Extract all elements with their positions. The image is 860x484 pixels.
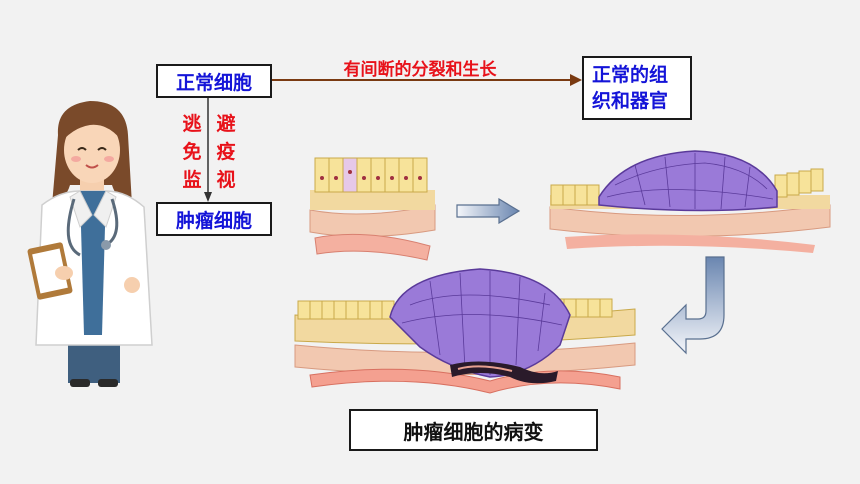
normal-tissue-box: 正常的组 织和器官: [582, 56, 692, 120]
evade-arrow: [204, 98, 212, 202]
tissue-stage-early-tumor: [549, 150, 831, 253]
curved-down-left-arrow-icon: [661, 256, 725, 355]
normal-cell-label: 正常细胞: [175, 71, 252, 94]
evade-char: 逃: [182, 113, 202, 135]
caption-text: 肿瘤细胞的病变: [403, 419, 544, 444]
evade-char: 避: [216, 113, 236, 135]
normal-cell-box: 正常细胞: [156, 64, 272, 98]
growth-label: 有间断的分裂和生长: [343, 60, 497, 80]
tissue-stage-invasive-tumor: [294, 268, 636, 394]
evade-col-left: 逃 免 监: [180, 110, 204, 194]
doctor-illustration: [27, 101, 153, 387]
tumor-cell-label: 肿瘤细胞: [175, 209, 252, 232]
evade-char: 疫: [216, 141, 236, 163]
tissue-stage-normal: [309, 157, 436, 261]
growth-arrow: [272, 74, 582, 86]
normal-tissue-line2: 织和器官: [592, 90, 669, 112]
right-arrow-icon: [456, 198, 521, 224]
caption-box: 肿瘤细胞的病变: [349, 409, 598, 451]
evade-char: 监: [182, 169, 202, 191]
evade-char: 免: [182, 141, 202, 163]
evade-char: 视: [216, 169, 236, 191]
tumor-cell-box: 肿瘤细胞: [156, 202, 272, 236]
normal-tissue-line1: 正常的组: [592, 64, 669, 86]
evade-col-right: 避 疫 视: [214, 110, 238, 194]
